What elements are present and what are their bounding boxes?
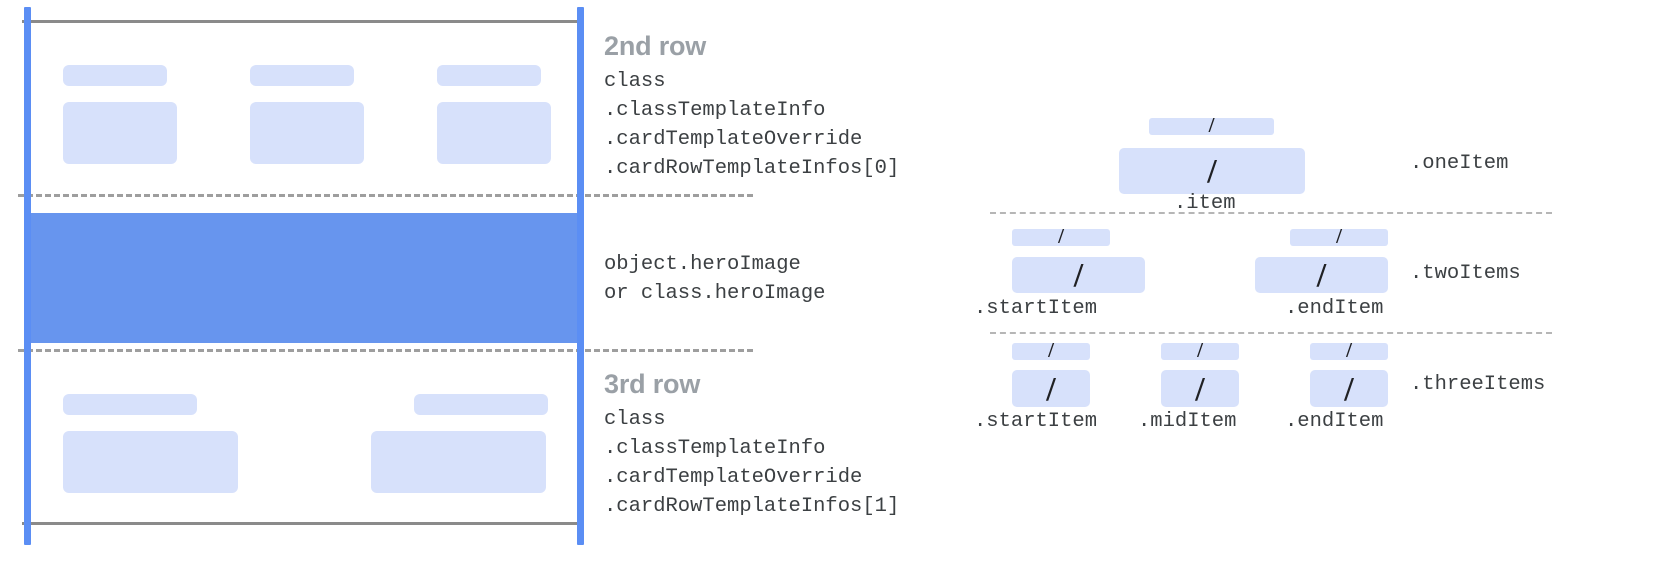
item-box: / bbox=[1119, 148, 1305, 194]
card-template-diagram bbox=[0, 0, 753, 584]
item-caption: .endItem bbox=[1285, 297, 1384, 320]
item-caption: .startItem bbox=[974, 297, 1098, 320]
item-layout-diagram: / / .item .oneItem / / .startItem / / .e… bbox=[960, 0, 1676, 584]
item-bar: / bbox=[1012, 338, 1090, 362]
card-top-boundary-rule bbox=[22, 20, 584, 23]
slash-icon: / bbox=[1316, 257, 1327, 294]
item-box: / bbox=[1012, 257, 1145, 293]
placeholder-bar bbox=[63, 394, 197, 415]
item-bar: / bbox=[1310, 338, 1388, 362]
annotation-2nd-row: 2nd row class .classTemplateInfo .cardTe… bbox=[604, 31, 899, 183]
hero-image-band bbox=[31, 213, 582, 343]
item-box: / bbox=[1161, 370, 1239, 407]
slash-icon: / bbox=[1197, 338, 1203, 362]
annotation-2nd-row-heading: 2nd row bbox=[604, 31, 707, 61]
annotation-hero-image: object.heroImage or class.heroImage bbox=[604, 250, 825, 308]
placeholder-box bbox=[250, 102, 364, 164]
annotation-2nd-row-code: class .classTemplateInfo .cardTemplateOv… bbox=[604, 70, 900, 180]
annotation-3rd-row-heading: 3rd row bbox=[604, 369, 701, 399]
slash-icon: / bbox=[1207, 153, 1217, 190]
item-caption: .startItem bbox=[974, 410, 1098, 433]
placeholder-box bbox=[63, 102, 177, 164]
item-bar: / bbox=[1161, 338, 1239, 362]
placeholder-bar bbox=[250, 65, 354, 86]
slash-icon: / bbox=[1195, 371, 1205, 408]
placeholder-bar bbox=[414, 394, 548, 415]
card-row-divider-bottom bbox=[18, 349, 753, 352]
variant-label-two-items: .twoItems bbox=[1410, 262, 1521, 285]
slash-icon: / bbox=[1058, 224, 1064, 248]
slash-icon: / bbox=[1048, 338, 1054, 362]
annotation-3rd-row: 3rd row class .classTemplateInfo .cardTe… bbox=[604, 369, 899, 521]
slash-icon: / bbox=[1346, 338, 1352, 362]
slash-icon: / bbox=[1046, 371, 1056, 408]
card-row-divider-top bbox=[18, 194, 753, 197]
variant-label-three-items: .threeItems bbox=[1410, 373, 1546, 396]
item-box: / bbox=[1255, 257, 1388, 293]
slash-icon: / bbox=[1336, 224, 1342, 248]
placeholder-bar bbox=[437, 65, 541, 86]
item-variant-divider-2 bbox=[990, 332, 1552, 334]
card-row-3rd bbox=[31, 390, 582, 515]
card-bottom-boundary-rule bbox=[22, 522, 584, 525]
item-caption: .endItem bbox=[1285, 410, 1384, 433]
item-box: / bbox=[1310, 370, 1388, 407]
placeholder-box bbox=[371, 431, 546, 493]
placeholder-box bbox=[63, 431, 238, 493]
annotation-hero-image-code: object.heroImage or class.heroImage bbox=[604, 253, 826, 305]
placeholder-box bbox=[437, 102, 551, 164]
item-bar: / bbox=[1290, 224, 1388, 248]
item-bar: / bbox=[1012, 224, 1110, 248]
card-right-guide-line bbox=[577, 7, 584, 545]
slash-icon: / bbox=[1344, 371, 1354, 408]
item-caption: .item bbox=[1174, 192, 1236, 215]
variant-label-one-item: .oneItem bbox=[1410, 152, 1509, 175]
item-box: / bbox=[1012, 370, 1090, 407]
item-variant-divider-1 bbox=[990, 212, 1552, 214]
card-row-2nd bbox=[31, 55, 582, 190]
placeholder-bar bbox=[63, 65, 167, 86]
annotation-3rd-row-code: class .classTemplateInfo .cardTemplateOv… bbox=[604, 408, 900, 518]
card-left-guide-line bbox=[24, 7, 31, 545]
slash-icon: / bbox=[1073, 257, 1084, 294]
item-caption: .midItem bbox=[1138, 410, 1237, 433]
slash-icon: / bbox=[1208, 113, 1215, 137]
item-bar: / bbox=[1149, 113, 1274, 137]
